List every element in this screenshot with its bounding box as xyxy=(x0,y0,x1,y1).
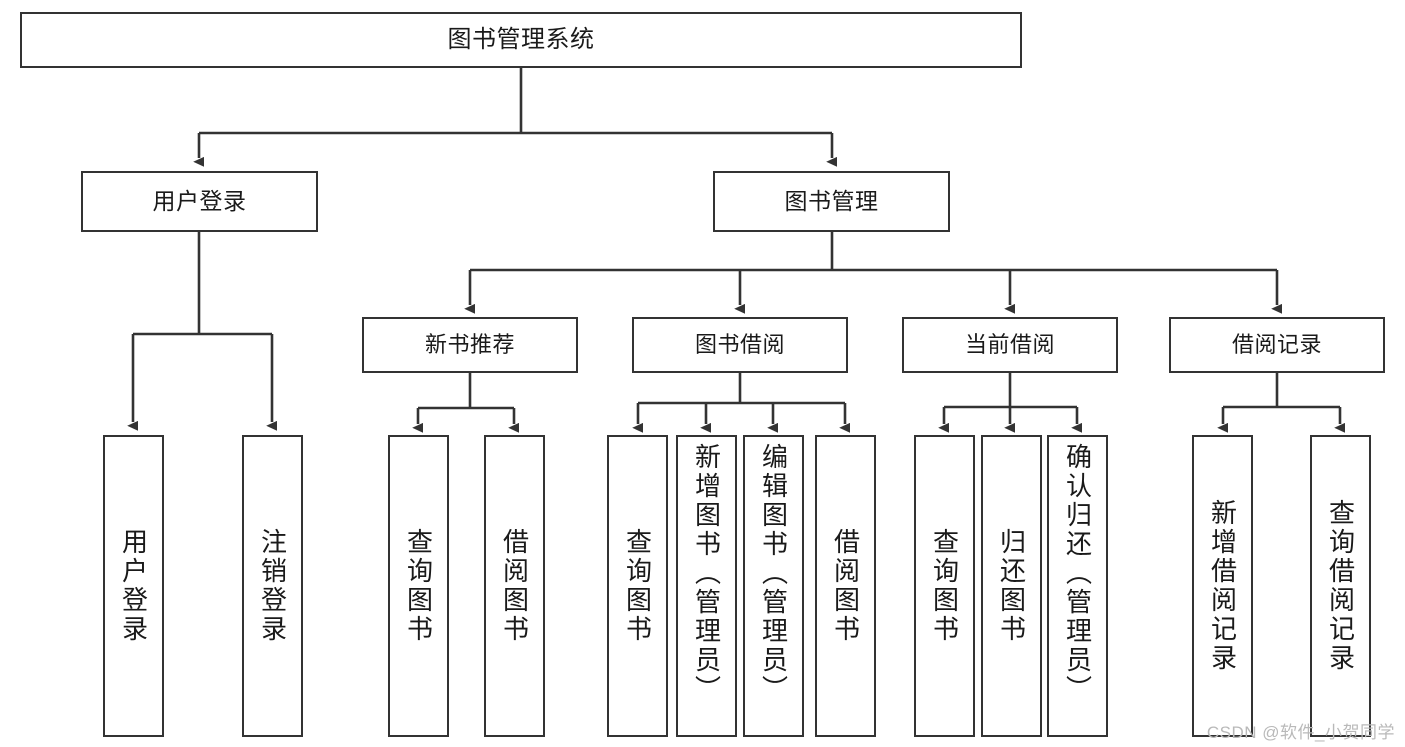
leaf-borrow-record-query-record[interactable]: 查询借阅记录 xyxy=(1310,435,1371,737)
leaf-new-book-borrow-book[interactable]: 借阅图书 xyxy=(484,435,545,737)
node-label: 新增借阅记录 xyxy=(1207,499,1238,673)
leaf-book-borrow-borrow-book[interactable]: 借阅图书 xyxy=(815,435,876,737)
leaf-user-login-logout[interactable]: 注销登录 xyxy=(242,435,303,737)
node-label: 用户登录 xyxy=(152,187,247,214)
leaf-current-borrow-query-book[interactable]: 查询图书 xyxy=(914,435,975,737)
node-label: 借阅图书 xyxy=(830,528,861,644)
leaf-user-login-login[interactable]: 用户登录 xyxy=(103,435,164,737)
leaf-book-borrow-query-book[interactable]: 查询图书 xyxy=(607,435,668,737)
node-label: 图书借阅 xyxy=(694,332,785,358)
node-label: 查询图书 xyxy=(929,528,960,644)
node-label: 图书管理系统 xyxy=(447,25,595,53)
node-current-borrow[interactable]: 当前借阅 xyxy=(902,317,1118,373)
node-label: 查询借阅记录 xyxy=(1325,499,1356,673)
node-label: 查询图书 xyxy=(403,528,434,644)
node-label: 归还图书 xyxy=(996,528,1027,644)
node-new-book-recommend[interactable]: 新书推荐 xyxy=(362,317,578,373)
leaf-book-borrow-edit-book-admin[interactable]: 编辑图书（管理员） xyxy=(743,435,804,737)
node-borrow-record[interactable]: 借阅记录 xyxy=(1169,317,1385,373)
node-user-login[interactable]: 用户登录 xyxy=(81,171,318,232)
node-label: 查询图书 xyxy=(622,528,653,644)
node-label: 确认归还（管理员） xyxy=(1062,443,1093,704)
node-label: 图书管理 xyxy=(784,187,879,214)
node-label: 新增图书（管理员） xyxy=(691,443,722,704)
leaf-current-borrow-return-book[interactable]: 归还图书 xyxy=(981,435,1042,737)
csdn-watermark: CSDN @软件_小贺同学 xyxy=(1206,723,1395,742)
node-label: 用户登录 xyxy=(118,528,149,644)
node-label: 借阅图书 xyxy=(499,528,530,644)
leaf-current-borrow-confirm-return-admin[interactable]: 确认归还（管理员） xyxy=(1047,435,1108,737)
leaf-new-book-query-book[interactable]: 查询图书 xyxy=(388,435,449,737)
leaf-book-borrow-add-book-admin[interactable]: 新增图书（管理员） xyxy=(676,435,737,737)
node-label: 编辑图书（管理员） xyxy=(758,443,789,704)
node-label: 借阅记录 xyxy=(1231,332,1322,358)
leaf-borrow-record-add-record[interactable]: 新增借阅记录 xyxy=(1192,435,1253,737)
node-book-management[interactable]: 图书管理 xyxy=(713,171,950,232)
node-root-book-management-system[interactable]: 图书管理系统 xyxy=(20,12,1022,68)
node-label: 新书推荐 xyxy=(424,332,515,358)
node-label: 注销登录 xyxy=(257,528,288,644)
node-book-borrow[interactable]: 图书借阅 xyxy=(632,317,848,373)
node-label: 当前借阅 xyxy=(964,332,1055,358)
